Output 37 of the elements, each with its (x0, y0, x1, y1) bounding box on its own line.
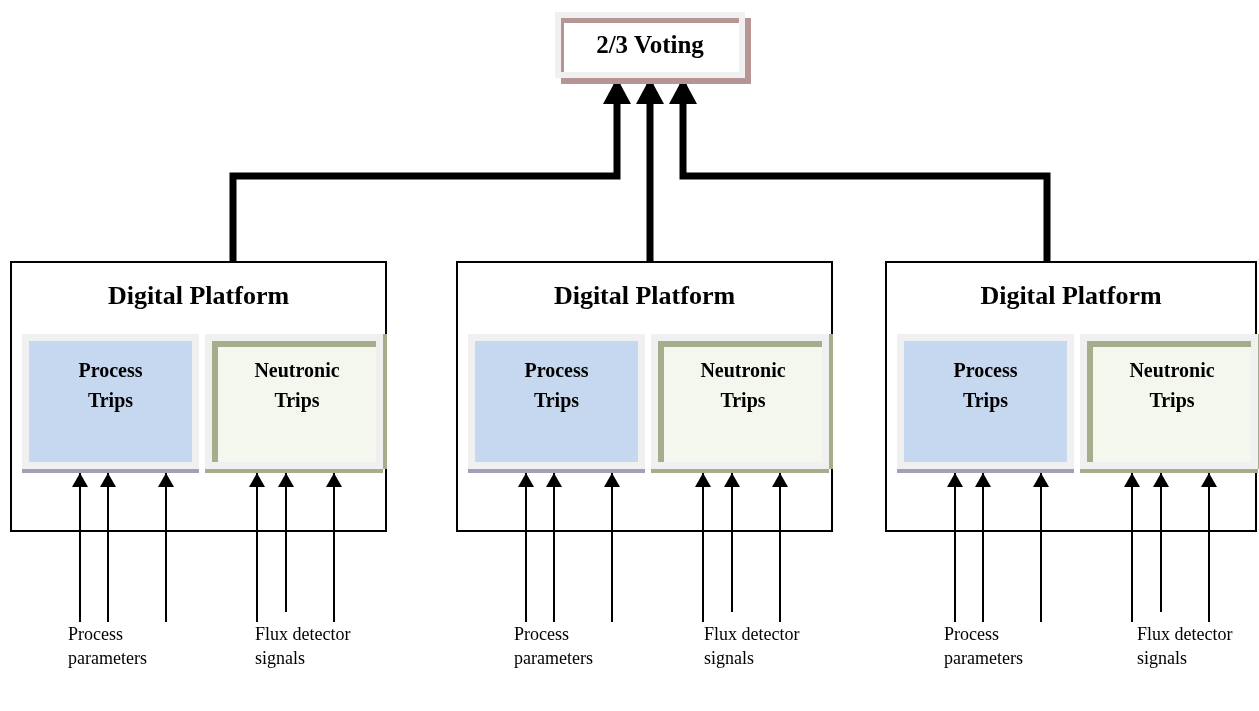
signal-arrow (1201, 472, 1217, 623)
signal-arrow (158, 472, 174, 623)
signal-arrow (695, 472, 711, 623)
signal-arrow (518, 472, 534, 623)
platform-title: Digital Platform (979, 281, 1163, 311)
signal-arrow (278, 472, 294, 613)
signal-label: Flux detector signals (704, 622, 829, 670)
platform-box (456, 261, 833, 532)
signal-arrow (1033, 472, 1049, 623)
trips-label: Process Trips (523, 358, 590, 414)
signal-label: Flux detector signals (1137, 622, 1259, 670)
signal-arrow (975, 472, 991, 623)
signal-arrow (604, 472, 620, 623)
signal-label: Process parameters (944, 622, 1069, 670)
platform-box (10, 261, 387, 532)
signal-label: Process parameters (68, 622, 193, 670)
signal-label: Flux detector signals (255, 622, 380, 670)
platform-title: Digital Platform (552, 281, 737, 311)
signal-arrow (1124, 472, 1140, 623)
trips-label: Process Trips (77, 358, 144, 414)
signal-label: Process parameters (514, 622, 639, 670)
trips-label: Process Trips (952, 358, 1019, 414)
trips-label: Neutronic Trips (253, 358, 341, 414)
signal-arrow (326, 472, 342, 623)
signal-arrow (772, 472, 788, 623)
trips-label: Neutronic Trips (699, 358, 787, 414)
signal-arrow (100, 472, 116, 623)
signal-arrow (546, 472, 562, 623)
voting-label: 2/3 Voting (596, 31, 704, 59)
platform-box (885, 261, 1257, 532)
signal-arrow (1153, 472, 1169, 613)
signal-arrow (72, 472, 88, 623)
platform-title: Digital Platform (106, 281, 291, 311)
signal-arrow (249, 472, 265, 623)
signal-arrow (947, 472, 963, 623)
trips-label: Neutronic Trips (1128, 358, 1216, 414)
signal-arrow (724, 472, 740, 613)
